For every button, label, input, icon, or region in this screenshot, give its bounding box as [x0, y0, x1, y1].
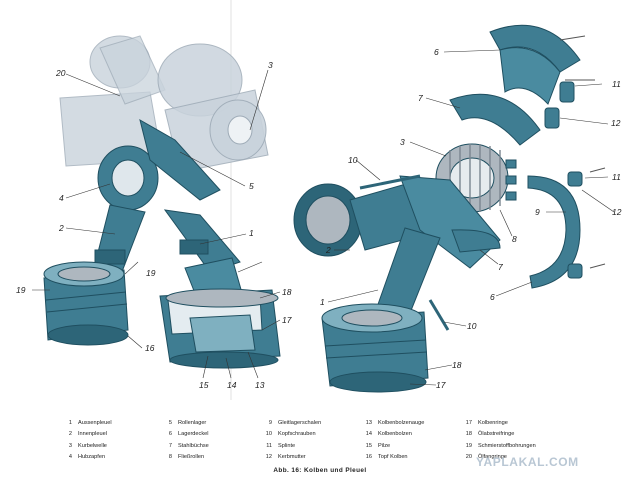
callout-15: 15: [199, 380, 209, 390]
callout-14: 14: [227, 380, 237, 390]
callout-3: 3: [268, 60, 273, 70]
callout-6-bottom: 6: [490, 292, 495, 302]
callout-12-mid: 12: [612, 207, 622, 217]
callout-17-right: 17: [436, 380, 446, 390]
leader-lines: [32, 49, 615, 386]
callout-5: 5: [249, 181, 254, 191]
ghost-crankshaft: [59, 35, 269, 173]
callout-1-left: 1: [249, 228, 254, 238]
callout-17-left: 17: [282, 315, 292, 325]
callout-2-right: 2: [326, 245, 331, 255]
callout-19-lower: 19: [16, 285, 26, 295]
figure-caption: Abb. 16: Kolben und Pleuel: [273, 467, 367, 474]
callout-1-right: 1: [320, 297, 325, 307]
bearing-shells-right: [527, 167, 606, 289]
callout-11-top: 11: [612, 79, 621, 89]
callout-3-right: 3: [400, 137, 405, 147]
callout-19-upper: 19: [146, 268, 156, 278]
callout-16: 16: [145, 343, 155, 353]
left-piston: [43, 261, 129, 346]
callout-10-bottom: 10: [467, 321, 477, 331]
callout-2-left: 2: [59, 223, 64, 233]
callout-12-top: 12: [611, 118, 621, 128]
bearing-caps-top: [489, 24, 595, 129]
callout-11-mid: 11: [612, 172, 621, 182]
callout-9: 9: [535, 207, 540, 217]
callout-6-top: 6: [434, 47, 439, 57]
right-connecting-rods: [293, 174, 501, 331]
callout-4: 4: [59, 193, 64, 203]
callout-13: 13: [255, 380, 265, 390]
callout-10-top: 10: [348, 155, 358, 165]
callout-7-mid: 7: [498, 262, 503, 272]
callout-8: 8: [512, 234, 517, 244]
steel-bushing-and-roller-bearing: [435, 93, 541, 213]
watermark-text: YAPLAKAL.COM: [476, 455, 579, 469]
sectioned-piston: [159, 288, 281, 369]
callout-18-left: 18: [282, 287, 292, 297]
right-piston: [321, 303, 429, 393]
callout-18-right: 18: [452, 360, 462, 370]
callout-7-top: 7: [418, 93, 423, 103]
left-connecting-rods: [91, 118, 245, 307]
callout-20: 20: [56, 68, 66, 78]
